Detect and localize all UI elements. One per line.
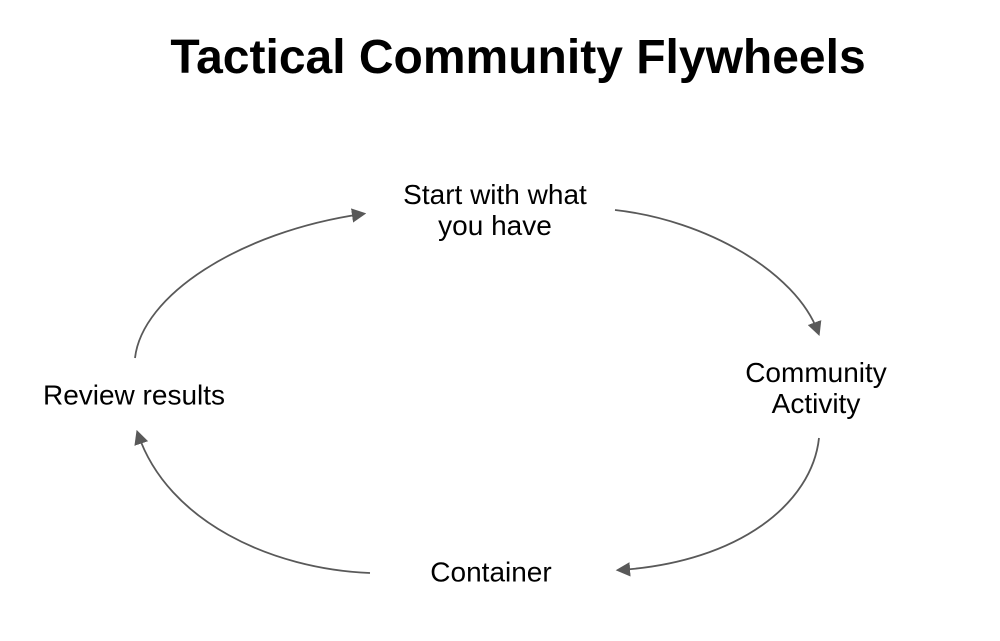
node-container: Container — [430, 557, 551, 588]
node-label-line: Community — [745, 357, 887, 388]
node-label-line: you have — [438, 210, 552, 241]
curved-arrow-container-to-review-icon — [134, 429, 371, 574]
node-label-line: Activity — [771, 388, 861, 419]
node-label-line: Start with what — [403, 179, 587, 210]
node-review-results: Review results — [43, 380, 225, 411]
curved-arrow-community-to-container-icon — [615, 437, 820, 577]
node-start-with-what-you-have: Start with what you have — [403, 179, 587, 241]
node-label-line: Review results — [42, 379, 226, 411]
node-label-line: Container — [430, 556, 552, 588]
curved-arrow-start-to-community-icon — [614, 209, 822, 337]
page-title: Tactical Community Flywheels — [170, 31, 866, 84]
node-community-activity: Community Activity — [745, 357, 887, 419]
curved-arrow-review-to-start-icon — [134, 208, 367, 359]
